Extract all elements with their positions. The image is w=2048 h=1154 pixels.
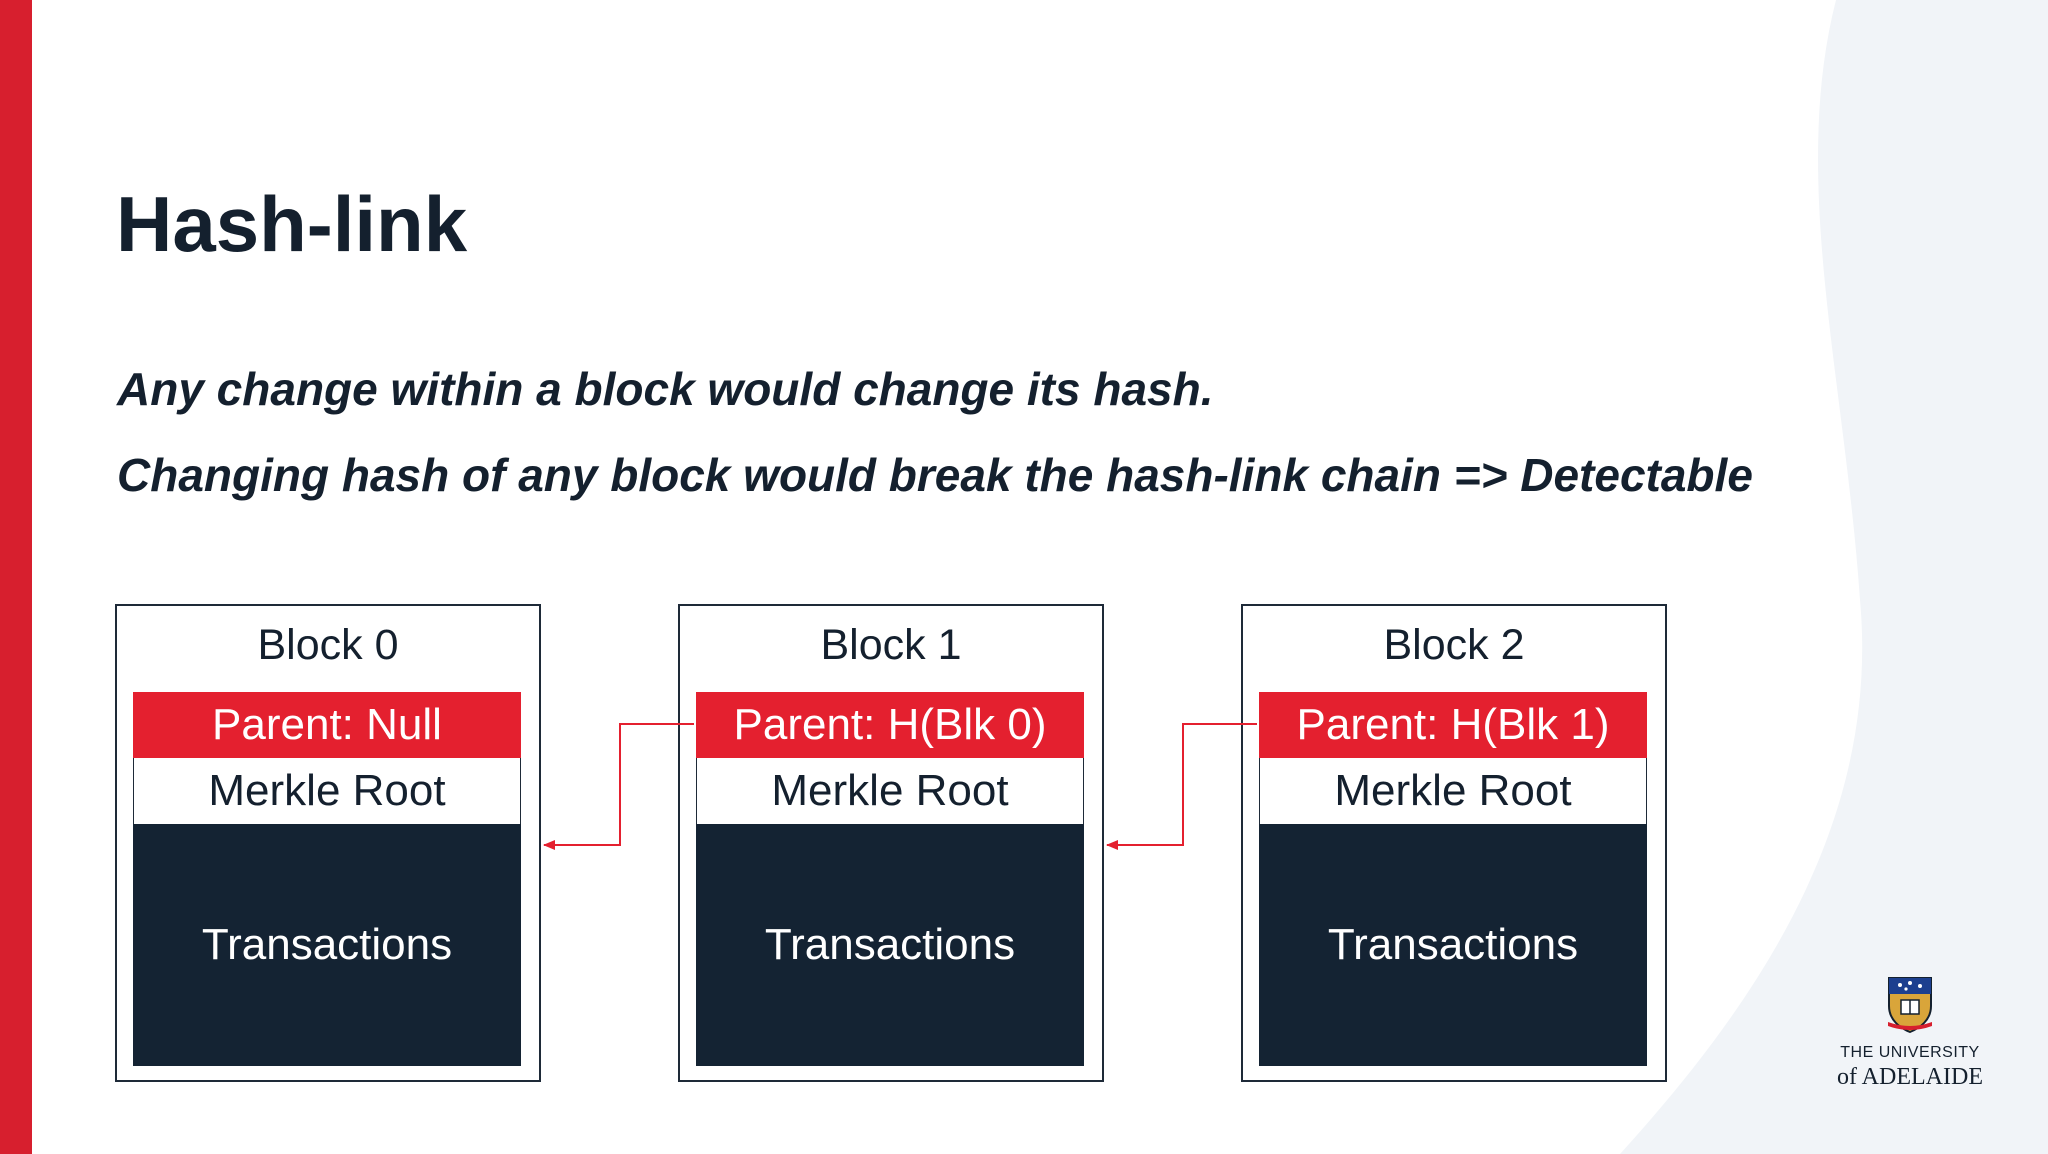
merkle-root-field: Merkle Root [133, 758, 521, 824]
university-crest-icon [1888, 977, 1932, 1034]
transactions-field: Transactions [696, 824, 1084, 1066]
block-2: Block 2 Parent: H(Blk 1) Merkle Root Tra… [1241, 604, 1667, 1082]
parent-field: Parent: H(Blk 1) [1259, 692, 1647, 758]
merkle-root-field: Merkle Root [1259, 758, 1647, 824]
merkle-root-field: Merkle Root [696, 758, 1084, 824]
point-1: Any change within a block would change i… [117, 363, 1214, 415]
transactions-field: Transactions [1259, 824, 1647, 1066]
logo-text-line-1: THE UNIVERSITY [1840, 1044, 1980, 1061]
block-title: Block 2 [1383, 621, 1525, 669]
block-title: Block 1 [820, 621, 962, 669]
parent-field: Parent: Null [133, 692, 521, 758]
logo-text-line-2: of ADELAIDE [1837, 1064, 1983, 1090]
parent-field: Parent: H(Blk 0) [696, 692, 1084, 758]
block-title: Block 0 [257, 621, 399, 669]
university-logo: THE UNIVERSITY of ADELAIDE [1830, 976, 1990, 1090]
block-0: Block 0 Parent: Null Merkle Root Transac… [115, 604, 541, 1082]
accent-bar [0, 0, 32, 1154]
slide-title: Hash-link [116, 180, 468, 268]
block-1: Block 1 Parent: H(Blk 0) Merkle Root Tra… [678, 604, 1104, 1082]
transactions-field: Transactions [133, 824, 521, 1066]
point-2: Changing hash of any block would break t… [117, 449, 1753, 501]
